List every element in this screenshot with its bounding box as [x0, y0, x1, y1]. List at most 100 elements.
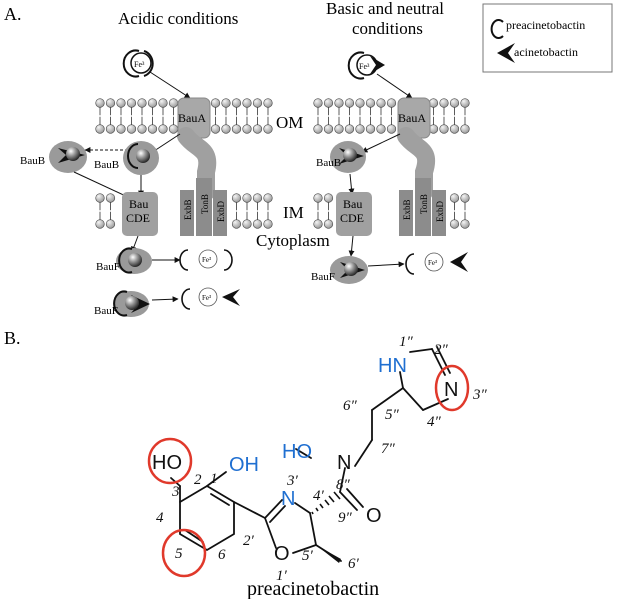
atom-n-imidazole: N: [444, 379, 458, 401]
lipid-head: [158, 98, 168, 108]
num-3p: 3′: [286, 473, 299, 489]
release-products-basic: Fe³: [405, 252, 468, 275]
panel-a-label: A.: [4, 4, 22, 24]
baub-left: BauB: [20, 141, 87, 173]
num-2p: 2′: [243, 533, 255, 549]
outer-membrane-right: [313, 98, 470, 134]
inner-membrane-left: [95, 193, 273, 229]
exbd-label: ExbD: [216, 201, 226, 222]
baub-right-label: BauB: [94, 159, 119, 171]
atom-o-oxazoline: O: [274, 543, 290, 565]
num-4pp: 4″: [427, 414, 442, 430]
highlight-carbon-5: [161, 528, 207, 578]
lipid-head: [323, 124, 334, 134]
atom-numbering: 1 2 3 4 5 6 1′ 2′ 3′ 4′ 5′ 6′ 1″ 2″ 3″ 4…: [156, 334, 488, 584]
legend: preacinetobactin acinetobactin: [482, 3, 613, 73]
lipid-head: [147, 124, 158, 134]
lipid-head: [242, 219, 252, 229]
lipid-head: [252, 98, 263, 108]
lipid-head: [449, 98, 460, 108]
panel-b-label: B.: [4, 328, 21, 348]
release-products-2: Fe³: [181, 287, 240, 310]
highlight-hydroxyl: [147, 437, 193, 485]
bauf-basic: BauF: [311, 256, 368, 284]
lipid-head: [323, 193, 334, 203]
baub-right: BauB: [94, 141, 159, 175]
num-1pp: 1″: [399, 334, 414, 350]
lipid-head: [376, 124, 386, 134]
exbd-label-right: ExbD: [435, 201, 445, 222]
fe-acinetobactin-complex: Fe³: [347, 51, 385, 80]
hashed-bond: [311, 491, 341, 515]
lipid-head: [126, 124, 137, 134]
lipid-head: [158, 124, 168, 134]
lipid-head: [313, 124, 323, 134]
lipid-head: [313, 193, 323, 203]
lipid-head: [231, 124, 242, 134]
lipid-head: [221, 124, 231, 134]
num-3pp: 3″: [472, 387, 488, 403]
baucde-transporter-right: Bau CDE: [336, 192, 372, 236]
structure-bonds: [170, 346, 451, 562]
legend-acinetobactin: acinetobactin: [514, 45, 578, 59]
lipid-head: [460, 98, 470, 108]
num-4: 4: [156, 510, 164, 526]
basic-title-line2: conditions: [352, 19, 423, 38]
exb-tonb-complex: ExbB TonB ExbD: [180, 178, 227, 236]
bauf-2: BauF: [94, 290, 150, 317]
lipid-head: [263, 124, 273, 134]
baub-basic: BauB: [316, 141, 366, 173]
num-5pp: 5″: [385, 407, 400, 423]
lipid-head: [334, 98, 344, 108]
lipid-head: [313, 98, 323, 108]
lipid-head: [263, 98, 273, 108]
atom-ho-hydroxamate: HO: [282, 441, 312, 463]
num-6p: 6′: [348, 556, 360, 572]
fe-label-2: Fe³: [202, 294, 211, 302]
bau-label-right: Bau: [343, 197, 362, 211]
outer-membrane-left: [95, 98, 273, 134]
bau-label: Bau: [129, 197, 148, 211]
lipid-head: [386, 124, 397, 134]
compound-name: preacinetobactin: [247, 578, 379, 599]
lipid-head: [95, 193, 105, 203]
lipid-head: [323, 219, 334, 229]
exbb-label: ExbB: [183, 199, 193, 220]
atom-o-carbonyl: O: [366, 505, 382, 527]
lipid-head: [95, 124, 105, 134]
lipid-head: [231, 219, 242, 229]
lipid-head: [355, 98, 365, 108]
panel-b: B.: [4, 328, 488, 599]
tonb-label: TonB: [200, 194, 210, 214]
bauf-basic-label: BauF: [311, 271, 335, 283]
lipid-head: [365, 124, 376, 134]
lipid-head: [439, 98, 449, 108]
legend-frame: [482, 3, 613, 73]
cytoplasm-label: Cytoplasm: [256, 231, 330, 250]
baua-label-right: BauA: [398, 111, 426, 125]
lipid-head: [242, 193, 252, 203]
lipid-head: [449, 124, 460, 134]
acinetobactin-legend-icon: [497, 43, 515, 63]
lipid-head: [137, 124, 147, 134]
lipid-head: [344, 124, 355, 134]
baub-left-label: BauB: [20, 155, 45, 167]
lipid-head: [242, 98, 252, 108]
lipid-head: [210, 124, 221, 134]
lipid-head: [116, 124, 126, 134]
num-3: 3: [171, 484, 180, 500]
num-2: 2: [194, 472, 202, 488]
num-5p: 5′: [302, 548, 314, 564]
lipid-head: [242, 124, 252, 134]
lipid-head: [221, 98, 231, 108]
lipid-head: [439, 124, 449, 134]
lipid-head: [168, 98, 179, 108]
num-1: 1: [210, 471, 218, 487]
atom-hn-imidazole: HN: [378, 355, 407, 377]
fe-label-1: Fe³: [202, 256, 211, 264]
lipid-head: [231, 98, 242, 108]
lipid-head: [334, 124, 344, 134]
cde-label-right: CDE: [340, 211, 364, 225]
tonb-connector: [177, 127, 217, 201]
